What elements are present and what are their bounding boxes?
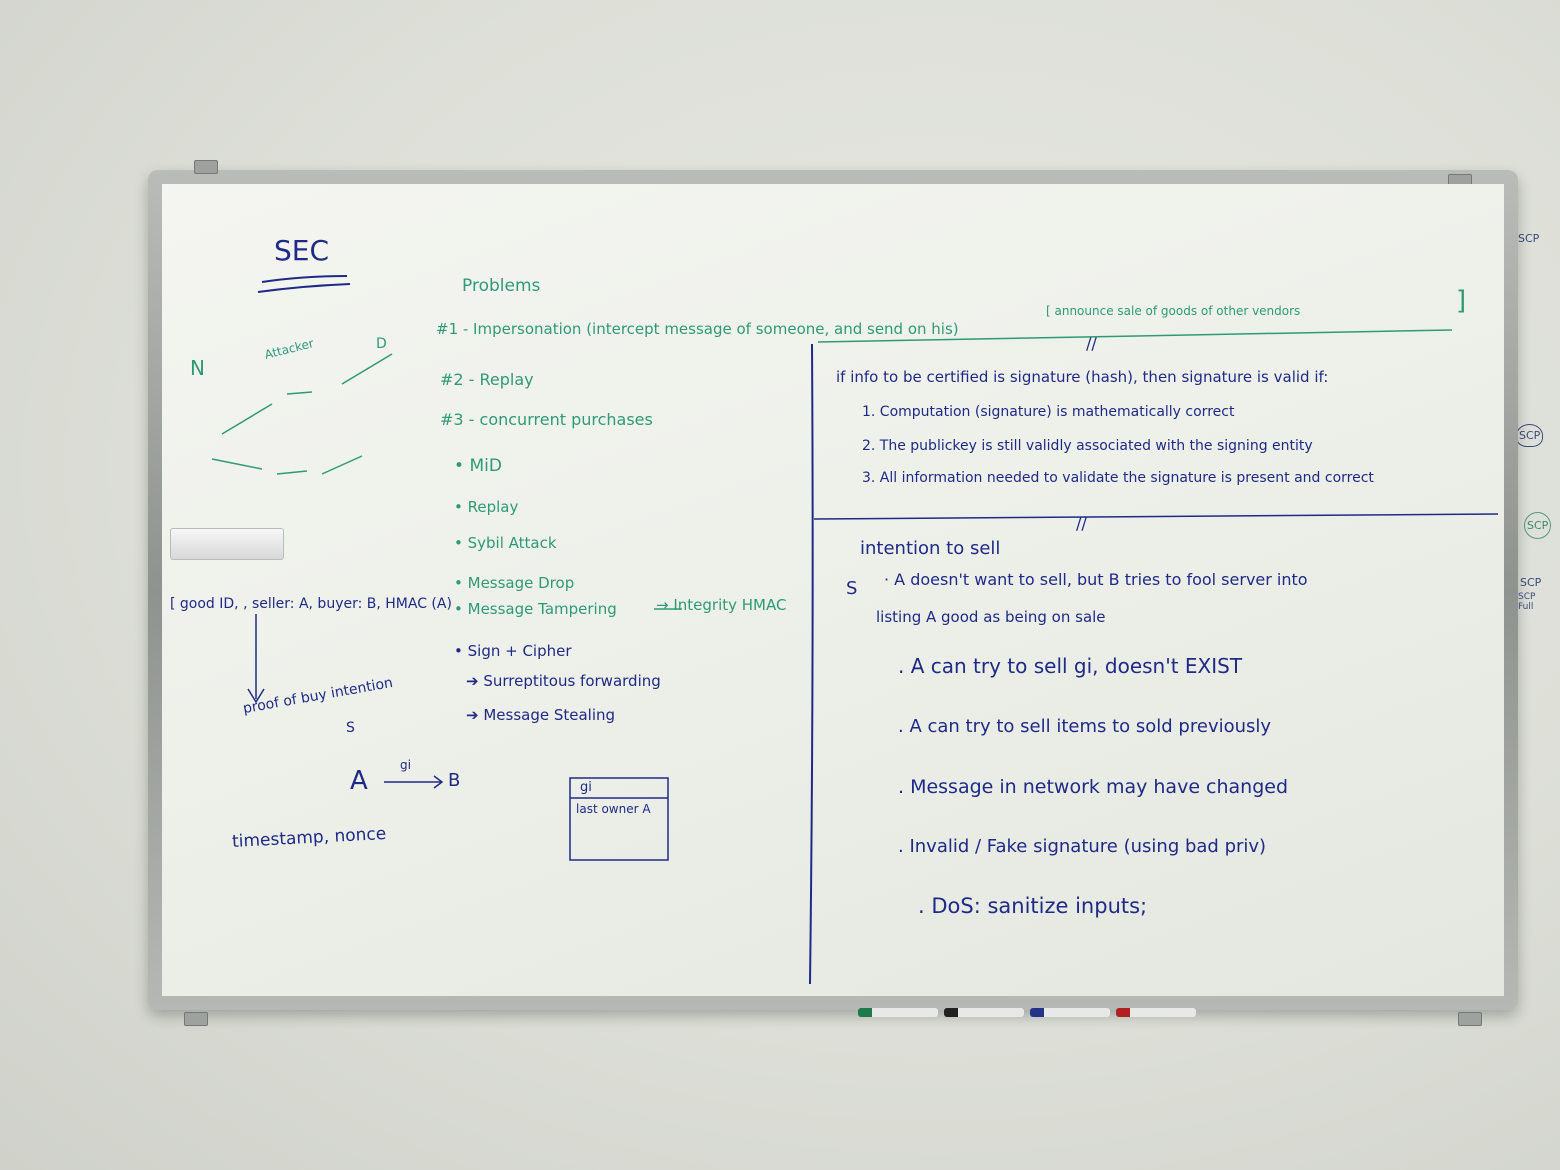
threat-3: . A can try to sell items to sold previo… — [898, 716, 1272, 737]
bullet-tampering-text: Message Tampering — [467, 600, 617, 618]
s-label-left: S — [346, 720, 355, 736]
diagram-d-label: D — [376, 336, 387, 352]
close-bracket: ] — [1456, 286, 1467, 316]
problem-1: #1 - Impersonation (intercept message of… — [436, 320, 959, 338]
validity-condition: if info to be certified is signature (ha… — [836, 368, 1329, 386]
mount-clip-bottom-left — [184, 1012, 208, 1026]
gi-label-left: gi — [400, 758, 411, 772]
bullet-replay-text: Replay — [467, 498, 519, 516]
threat-1: · A doesn't want to sell, but B tries to… — [884, 570, 1308, 589]
bullet-tampering: • Message Tampering — [454, 600, 617, 618]
diagram-n-label: N — [190, 356, 205, 380]
wall-note-5: SCP Full — [1518, 592, 1536, 612]
sign-cipher: • Sign + Cipher — [454, 642, 572, 660]
eraser[interactable] — [170, 528, 284, 560]
a-label: A — [350, 766, 368, 796]
mount-clip-bottom-right — [1458, 1012, 1482, 1026]
sign-cipher-text: Sign + Cipher — [467, 642, 572, 660]
marker-tray — [848, 1005, 1348, 1021]
bullet-sybil-text: Sybil Attack — [467, 534, 557, 552]
board-surface: SEC N Attacker D [ good ID, , seller: A,… — [162, 184, 1504, 996]
marker-blue[interactable] — [1030, 1008, 1110, 1017]
separator-bottom: // — [1076, 514, 1087, 533]
surreptitious-forwarding: ➔ Surreptitous forwarding — [466, 672, 661, 690]
box-gi: gi — [580, 780, 592, 795]
integrity-hmac: → Integrity HMAC — [656, 596, 787, 614]
threat-1b: listing A good as being on sale — [876, 608, 1106, 626]
problems-title: Problems — [462, 276, 541, 296]
problem-2: #2 - Replay — [440, 370, 534, 389]
wall-note-2: SCP — [1516, 424, 1544, 447]
marker-red[interactable] — [1116, 1008, 1196, 1017]
wall-note-3: SCP — [1524, 512, 1552, 539]
threat-4: . Message in network may have changed — [898, 776, 1289, 798]
bullet-drop: • Message Drop — [454, 574, 575, 592]
whiteboard: SEC N Attacker D [ good ID, , seller: A,… — [148, 160, 1518, 1026]
problem-1-bracket: [ announce sale of goods of other vendor… — [1046, 304, 1301, 318]
threat-5: . Invalid / Fake signature (using bad pr… — [898, 836, 1267, 857]
box-last-owner: last owner A — [576, 802, 651, 816]
bracket-message: [ good ID, , seller: A, buyer: B, HMAC (… — [170, 596, 452, 612]
threat-6: . DoS: sanitize inputs; — [918, 894, 1148, 918]
threat-2: . A can try to sell gi, doesn't EXIST — [898, 654, 1243, 678]
wall-note-1: SCP — [1518, 232, 1540, 245]
b-label: B — [448, 770, 461, 791]
bullet-mid-text: MiD — [469, 456, 502, 476]
mount-clip-top-left — [194, 160, 218, 174]
divider-lines — [211, 275, 1499, 985]
bullet-replay: • Replay — [454, 498, 519, 516]
intention-to-sell: intention to sell — [860, 538, 1001, 559]
marker-green[interactable] — [858, 1008, 938, 1017]
validity-item-2: 2. The publickey is still validly associ… — [862, 438, 1313, 454]
marker-black[interactable] — [944, 1008, 1024, 1017]
problem-3: #3 - concurrent purchases — [440, 410, 653, 429]
sec-title: SEC — [274, 234, 330, 267]
validity-item-1: 1. Computation (signature) is mathematic… — [862, 404, 1235, 420]
bullet-drop-text: Message Drop — [467, 574, 575, 592]
bullet-mid: • MiD — [454, 456, 502, 476]
wall-note-4: SCP — [1520, 576, 1542, 589]
bullet-sybil: • Sybil Attack — [454, 534, 557, 552]
separator-top: // — [1086, 334, 1097, 353]
validity-item-3: 3. All information needed to validate th… — [862, 470, 1374, 486]
message-stealing: ➔ Message Stealing — [466, 706, 616, 724]
s-label-right: S — [846, 578, 858, 599]
